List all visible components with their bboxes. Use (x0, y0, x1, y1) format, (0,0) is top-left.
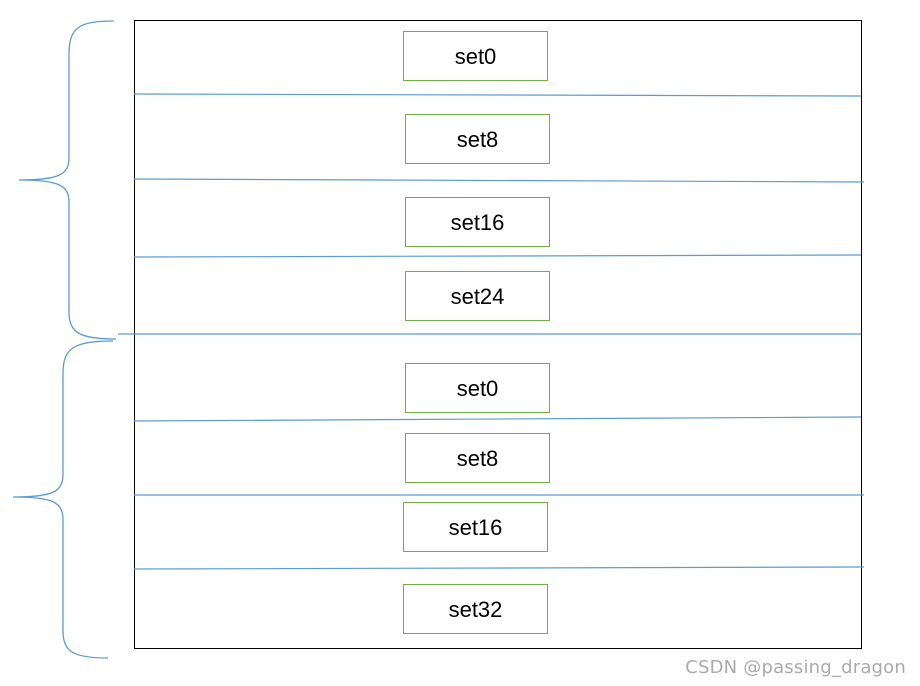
set-label: set0 (455, 44, 497, 69)
row-divider (133, 93, 862, 97)
row-divider (133, 178, 865, 183)
set-box-6: set16 (403, 502, 548, 552)
set-box-frame (403, 31, 548, 81)
set-label: set0 (457, 376, 499, 401)
set-label: set8 (457, 127, 499, 152)
row-divider (133, 566, 865, 570)
set-label: set16 (451, 210, 505, 235)
set-box-frame (405, 114, 550, 164)
set-box-0: set0 (403, 31, 548, 81)
set-box-7: set32 (403, 584, 548, 634)
set-label: set32 (449, 597, 503, 622)
set-box-3: set24 (405, 271, 550, 321)
set-box-5: set8 (405, 433, 550, 483)
set-label: set8 (457, 446, 499, 471)
set-box-2: set16 (405, 197, 550, 247)
watermark: CSDN @passing_dragon (685, 657, 906, 678)
set-box-frame (405, 433, 550, 483)
group-brace-upper (18, 20, 117, 340)
set-label: set16 (449, 515, 503, 540)
set-box-frame (403, 502, 548, 552)
row-divider (133, 416, 862, 422)
row-dividers (118, 93, 865, 570)
group-brace-lower (12, 340, 114, 659)
set-box-frame (405, 197, 550, 247)
set-box-1: set8 (405, 114, 550, 164)
set-box-4: set0 (405, 363, 550, 413)
row-divider (133, 254, 862, 258)
set-box-frame (405, 363, 550, 413)
set-box-frame (403, 584, 548, 634)
set-label: set24 (451, 284, 505, 309)
set-box-frame (405, 271, 550, 321)
